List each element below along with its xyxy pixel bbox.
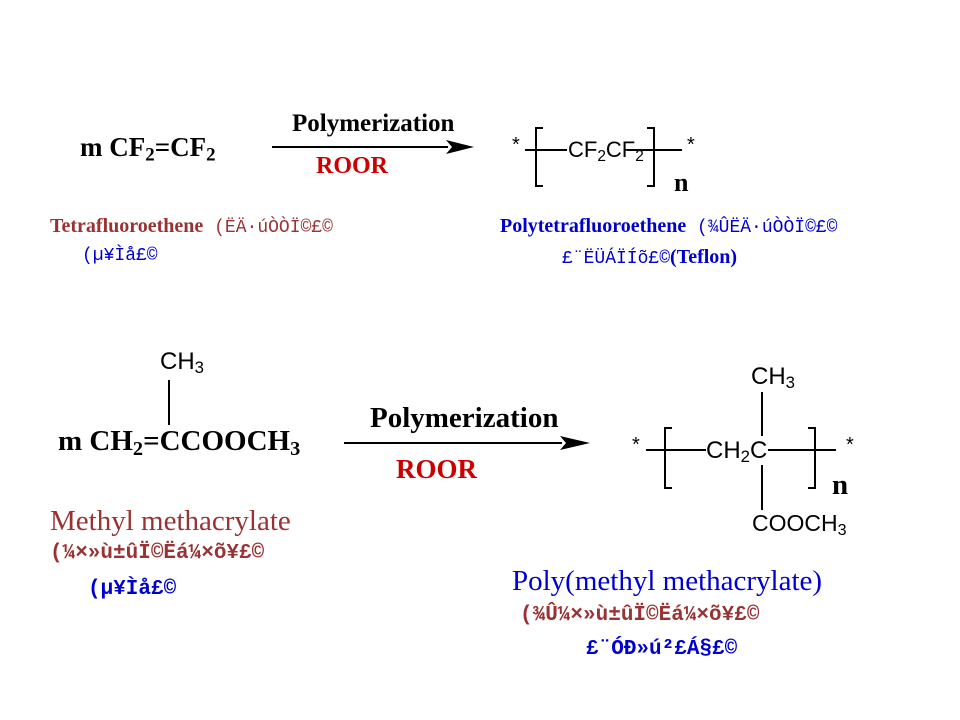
label-garbled: (¾ÛËÄ·úÒÒÏ©£©	[686, 218, 838, 238]
reaction2-product-bottom-substituent: COOCH3	[752, 510, 847, 540]
reaction2-product-label: Poly(methyl methacrylate)	[512, 565, 823, 597]
reaction1-arrow	[272, 140, 474, 154]
reaction1-end-group-left: *	[512, 134, 520, 156]
reaction2-end-group-right: *	[846, 434, 854, 456]
reaction1-reactant-sublabel: (µ¥Ìå£©	[82, 246, 158, 266]
substituent-text: CH	[751, 363, 786, 390]
subscript: 3	[837, 521, 847, 540]
reaction2-arrow	[344, 436, 590, 450]
subscript: 2	[206, 144, 216, 166]
reaction1-degree-n: n	[674, 168, 689, 197]
reaction1-end-group-right: *	[687, 134, 695, 156]
subscript: 2	[597, 147, 606, 165]
reaction2-reactant-formula: m CH2=CCOOCH3	[58, 425, 301, 461]
reaction2-product-bonds	[646, 392, 836, 510]
label-name: (Teflon)	[670, 246, 738, 268]
reaction2-reactant-label: Methyl methacrylate	[50, 505, 291, 537]
repeat-unit-text: CH	[706, 437, 741, 464]
reaction2-product-sublabel-2: £¨ÓÐ»ú²£Á§£©	[586, 638, 738, 661]
reactant-text: =CCOOCH	[143, 425, 291, 457]
substituent-text: CH	[160, 348, 195, 375]
reaction1-reactant-text: =CF	[154, 132, 207, 162]
subscript: 2	[145, 144, 155, 166]
reaction2-condition-below: ROOR	[396, 454, 477, 484]
subscript: 2	[635, 147, 644, 165]
label-garbled: £¨ËÜÁÏÍõ£©	[562, 249, 671, 269]
reaction1-reactant-text: m CF	[80, 132, 146, 162]
reaction1-condition-above: Polymerization	[292, 110, 455, 137]
reaction1-condition-below: ROOR	[316, 153, 388, 179]
reaction2-product-top-substituent: CH3	[751, 363, 795, 391]
reaction1-reactant-label: Tetrafluoroethene (ËÄ·úÒÒÏ©£©	[50, 215, 333, 238]
reaction1-reactant-formula: m CF2=CF2	[80, 132, 216, 166]
subscript: 2	[740, 447, 751, 467]
reaction2-reactant-sublabel: (¼×»ù±ûÏ©Ëá¼×õ¥£©	[50, 542, 265, 565]
label-garbled: (ËÄ·úÒÒÏ©£©	[203, 218, 333, 238]
reaction1-product-sublabel: £¨ËÜÁÏÍõ£©(Teflon)	[562, 246, 737, 269]
reaction1-product-repeat-unit: CF2CF2	[568, 137, 644, 165]
reaction1-product-label: Polytetrafluoroethene (¾ÛËÄ·úÒÒÏ©£©	[500, 215, 837, 238]
subscript: 3	[290, 438, 301, 461]
subscript: 3	[194, 358, 205, 378]
reaction2-reactant-sublabel-2: (µ¥Ìå£©	[88, 578, 177, 601]
subscript: 3	[785, 373, 796, 393]
repeat-unit-text: CF	[568, 137, 598, 162]
repeat-unit-text: C	[750, 437, 768, 464]
reaction2-condition-above: Polymerization	[370, 402, 559, 434]
reactant-text: m CH	[58, 425, 133, 457]
reaction2-product-repeat-unit: CH2C	[706, 437, 767, 465]
repeat-unit-text: CF	[605, 137, 636, 162]
reaction2-reactant-substituent: CH3	[160, 348, 204, 376]
label-name: Polytetrafluoroethene	[500, 215, 687, 237]
subscript: 2	[132, 438, 144, 461]
reaction1-product-brackets	[535, 127, 655, 187]
substituent-text: COOCH	[752, 510, 838, 536]
reaction2-product-sublabel: (¾Û¼×»ù±ûÏ©Ëá¼×õ¥£©	[520, 604, 760, 627]
reaction2-end-group-left: *	[632, 434, 640, 456]
reaction2-degree-n: n	[832, 469, 849, 501]
reaction2-product-brackets	[664, 427, 816, 489]
label-name: Tetrafluoroethene	[50, 215, 204, 237]
